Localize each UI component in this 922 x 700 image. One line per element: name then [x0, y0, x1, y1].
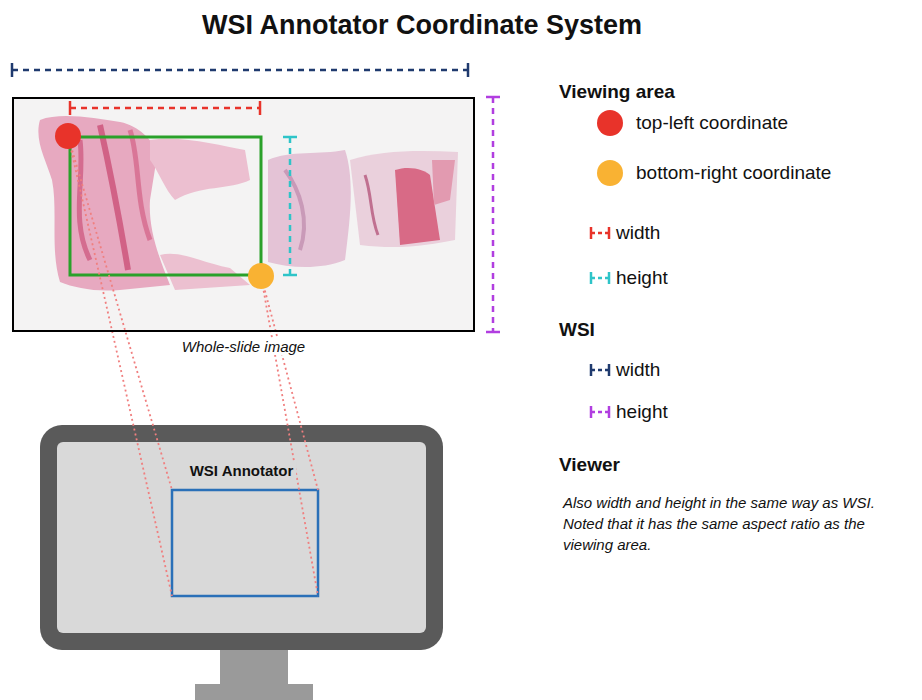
dimension-line — [70, 107, 260, 110]
node-label: WSI Annotator — [187, 462, 297, 479]
legend-text: width — [616, 222, 660, 244]
legend-heading: WSI — [559, 317, 595, 344]
dimension-tick — [590, 406, 593, 418]
top-left-dot — [55, 123, 81, 149]
viewing-area-width-dimension — [70, 101, 260, 115]
dimension-tick — [283, 274, 297, 277]
dimension-line — [591, 277, 609, 280]
monitor-neck — [220, 650, 288, 686]
legend-line-sample — [588, 362, 612, 378]
legend-text: bottom-right coordinate — [636, 162, 831, 184]
legend-text: height — [616, 401, 668, 423]
viewer-box — [172, 490, 318, 596]
dimension-line — [492, 97, 495, 332]
tissue-strand — [285, 170, 304, 250]
projection-line — [261, 276, 318, 596]
dimension-tick — [590, 364, 593, 376]
dimension-line — [591, 232, 609, 235]
dimension-tick — [590, 227, 593, 239]
dimension-tick — [11, 63, 14, 77]
monitor-screen — [57, 442, 426, 633]
projection-line — [261, 276, 318, 490]
dimension-line — [12, 69, 468, 72]
tissue-strand — [79, 140, 90, 260]
viewing-area-height-dimension — [283, 137, 297, 275]
legend-swatch — [597, 160, 623, 186]
tissue-piece — [350, 151, 458, 247]
dimension-tick — [467, 63, 470, 77]
viewing-area-box — [70, 137, 261, 275]
tissue-strand — [100, 125, 128, 270]
dimension-tick — [608, 364, 611, 376]
tissue-piece — [432, 160, 455, 205]
dimension-tick — [69, 101, 72, 115]
dimension-tick — [259, 101, 262, 115]
legend-text: width — [616, 359, 660, 381]
monitor-base — [195, 684, 313, 700]
legend-text: height — [616, 267, 668, 289]
viewer-screen-node: WSI Annotator — [57, 442, 426, 633]
legend-line-sample — [588, 225, 612, 241]
tissue-piece — [160, 254, 250, 290]
tissue-strand — [365, 175, 378, 235]
legend-note: Also width and height in the same way as… — [563, 492, 908, 555]
legend-line-sample — [588, 270, 612, 286]
monitor-bezel — [40, 425, 443, 650]
tissue-piece — [268, 150, 351, 267]
wsi-width-dimension — [12, 63, 468, 77]
dimension-line — [289, 137, 292, 275]
dimension-tick — [608, 272, 611, 284]
dimension-tick — [608, 406, 611, 418]
figure-title: WSI Annotator Coordinate System — [202, 10, 642, 41]
node-label: Whole-slide image — [179, 338, 308, 355]
legend-swatch — [597, 110, 623, 136]
legend-line-sample — [588, 404, 612, 420]
legend-heading: Viewer — [559, 452, 620, 479]
legend-heading: Viewing area — [559, 79, 675, 106]
dimension-tick — [590, 272, 593, 284]
slide-ground — [13, 98, 474, 331]
legend-text: top-left coordinate — [636, 112, 788, 134]
tissue-piece — [150, 139, 250, 200]
tissue-strand — [130, 130, 150, 240]
wsi-height-dimension — [486, 97, 500, 332]
dimension-tick — [486, 331, 500, 334]
dimension-tick — [608, 227, 611, 239]
dimension-tick — [283, 136, 297, 139]
tissue — [38, 116, 458, 290]
dimension-line — [591, 369, 609, 372]
whole-slide-image-box: Whole-slide image — [12, 97, 475, 332]
projection-line — [68, 136, 172, 490]
dimension-line — [591, 411, 609, 414]
bottom-right-dot — [248, 263, 274, 289]
projection-lines — [68, 136, 318, 596]
dimension-tick — [486, 96, 500, 99]
projection-line — [68, 136, 172, 596]
